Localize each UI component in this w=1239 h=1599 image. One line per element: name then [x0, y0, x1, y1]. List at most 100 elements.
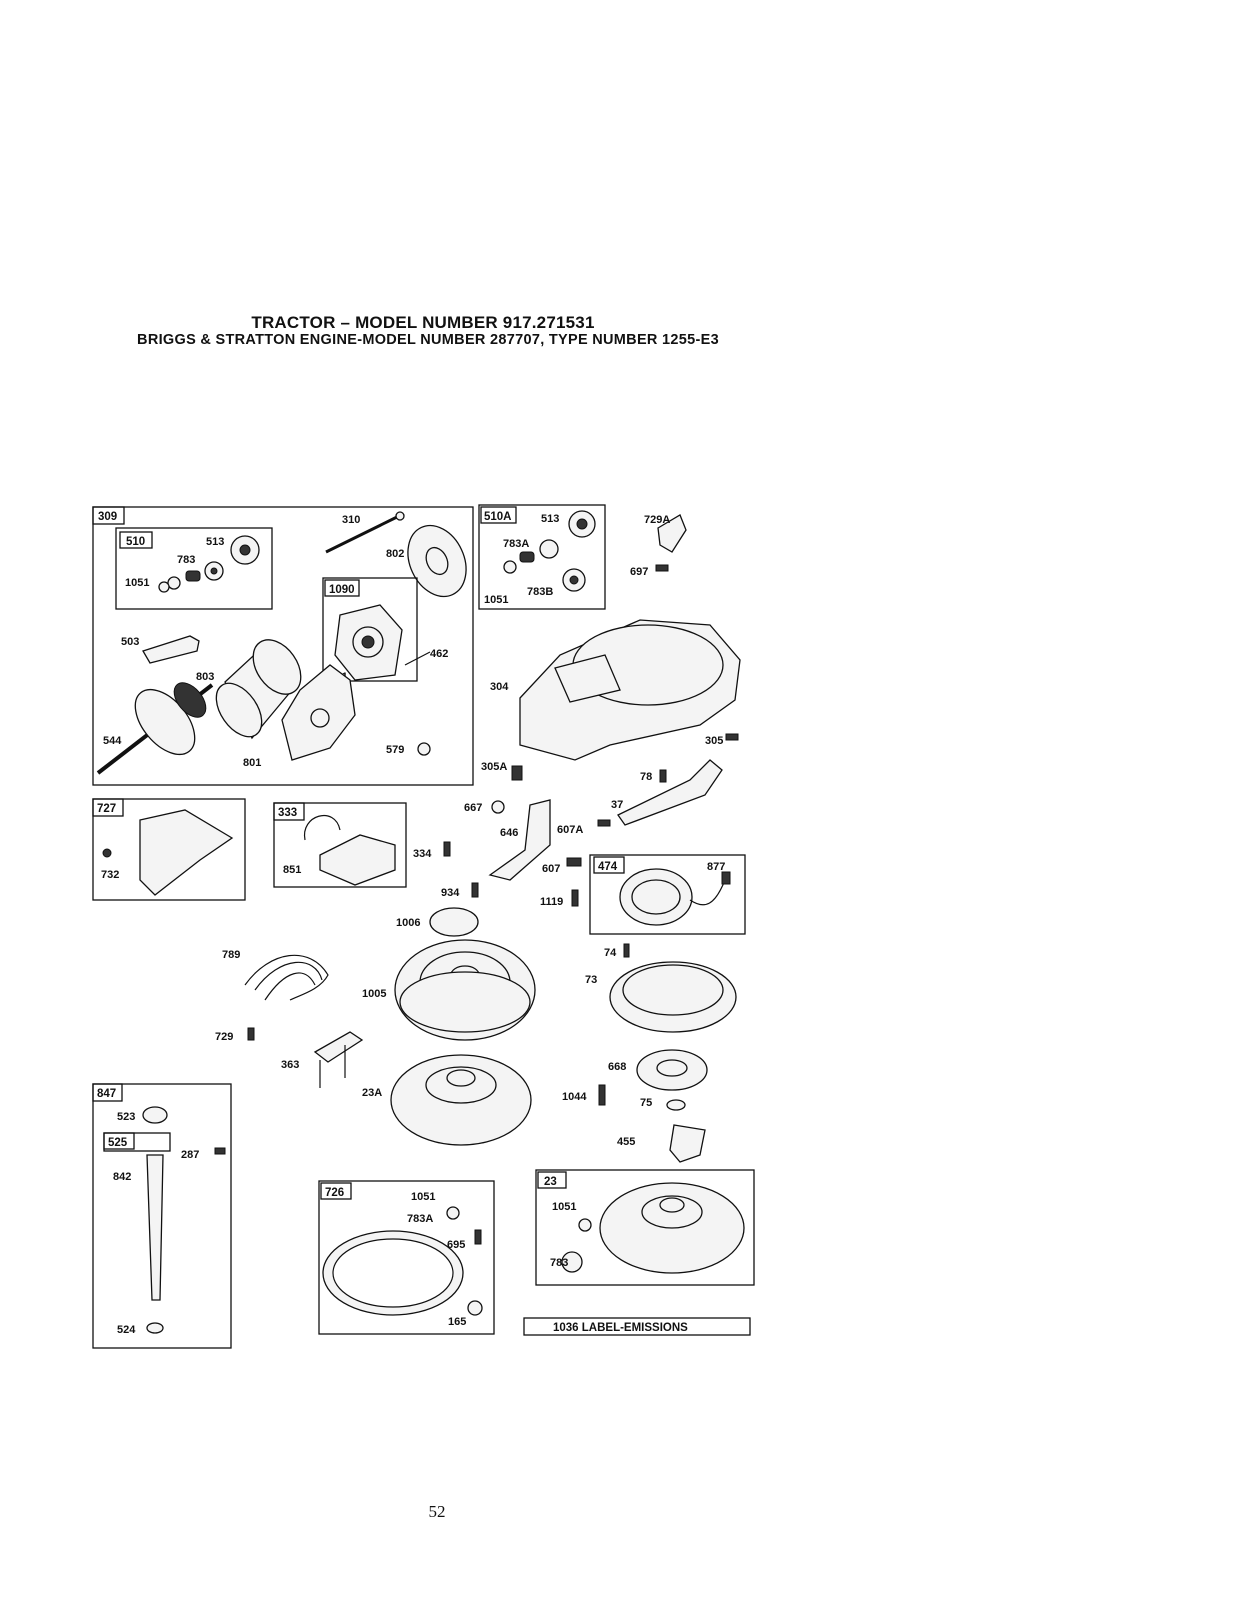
- box-525-label: 525: [108, 1137, 128, 1149]
- screw-732: [102, 848, 112, 858]
- label-1005: 1005: [362, 988, 386, 1000]
- box-847-label: 847: [97, 1088, 116, 1100]
- screw-1119: [571, 889, 579, 907]
- label-513-b: 513: [541, 513, 559, 525]
- screw-78: [659, 769, 667, 783]
- dipstick-tube-847: [142, 1106, 168, 1334]
- bracket-503: [142, 635, 200, 664]
- label-1119: 1119: [540, 896, 563, 908]
- armature-coil-333: [304, 814, 396, 886]
- box-333-label: 333: [278, 807, 297, 819]
- box-1090-tag: [324, 579, 360, 597]
- page-number: 52: [428, 1502, 446, 1521]
- label-801: 801: [243, 757, 261, 769]
- screw-934: [471, 882, 479, 898]
- screen-1006: [429, 907, 479, 937]
- label-305A: 305A: [481, 761, 507, 773]
- box-847: [92, 1083, 232, 1349]
- box-309: [92, 506, 474, 786]
- box-726-label: 726: [325, 1187, 344, 1199]
- box-474-label: 474: [598, 861, 618, 873]
- box-23-tag: [537, 1171, 567, 1189]
- label-667: 667: [464, 802, 482, 814]
- label-1051-d: 1051: [552, 1201, 576, 1213]
- box-333: [273, 802, 407, 888]
- end-plate-802: [407, 524, 467, 598]
- box-309-tag: [92, 506, 125, 525]
- box-23-label: 23: [544, 1176, 557, 1188]
- label-783B: 783B: [527, 586, 553, 598]
- label-23A: 23A: [362, 1087, 382, 1099]
- label-803: 803: [196, 671, 214, 683]
- box-1090-label: 1090: [329, 584, 355, 596]
- label-783-a: 783: [177, 554, 195, 566]
- label-877: 877: [707, 861, 725, 873]
- emissions-label: 1036 LABEL-EMISSIONS: [553, 1322, 688, 1334]
- label-668: 668: [608, 1061, 626, 1073]
- through-bolt-310: [325, 515, 398, 554]
- label-73: 73: [585, 974, 597, 986]
- label-78: 78: [640, 771, 652, 783]
- label-729A: 729A: [644, 514, 670, 526]
- label-789: 789: [222, 949, 240, 961]
- box-1090: [322, 577, 418, 682]
- screw-74: [623, 943, 630, 958]
- label-783-b: 783: [550, 1257, 568, 1269]
- label-287: 287: [181, 1149, 199, 1161]
- box-847-tag: [92, 1083, 123, 1102]
- nut-667: [491, 800, 505, 814]
- label-579: 579: [386, 744, 404, 756]
- flywheel-23: [561, 1182, 745, 1274]
- washer-75: [666, 1099, 686, 1111]
- label-695: 695: [447, 1239, 465, 1251]
- screw-697: [655, 564, 669, 572]
- starter-drive-510A: [503, 510, 596, 592]
- label-851: 851: [283, 864, 301, 876]
- box-23: [535, 1169, 755, 1286]
- label-304: 304: [490, 681, 509, 693]
- label-544: 544: [103, 735, 122, 747]
- screw-1044: [598, 1084, 606, 1106]
- box-510-tag: [119, 531, 153, 549]
- label-1006: 1006: [396, 917, 420, 929]
- label-729: 729: [215, 1031, 233, 1043]
- label-305: 305: [705, 735, 723, 747]
- blower-housing-304: [519, 619, 741, 761]
- screw-334: [443, 841, 451, 857]
- label-363: 363: [281, 1059, 299, 1071]
- label-165: 165: [448, 1316, 466, 1328]
- box-727-tag: [92, 798, 124, 817]
- diagram-title: TRACTOR – MODEL NUMBER 917.271531: [251, 313, 595, 332]
- baffle-37: [617, 759, 723, 826]
- label-75: 75: [640, 1097, 652, 1109]
- box-510-label: 510: [126, 536, 145, 548]
- label-934: 934: [441, 887, 460, 899]
- end-cap-801: [281, 664, 356, 761]
- terminal-729: [247, 1027, 255, 1041]
- box-727: [92, 798, 246, 901]
- label-310: 310: [342, 514, 360, 526]
- label-783A-a: 783A: [503, 538, 529, 550]
- label-523: 523: [117, 1111, 135, 1123]
- nut-579: [417, 742, 431, 756]
- diagram-subtitle: BRIGGS & STRATTON ENGINE-MODEL NUMBER 28…: [137, 332, 719, 348]
- box-510: [115, 527, 273, 610]
- cup-455: [669, 1124, 706, 1163]
- box-510A-tag: [480, 506, 517, 524]
- fan-1005: [394, 939, 536, 1041]
- label-842: 842: [113, 1171, 131, 1183]
- box-727-label: 727: [97, 803, 116, 815]
- screw-607: [566, 857, 582, 867]
- label-1051-b: 1051: [484, 594, 508, 606]
- label-697: 697: [630, 566, 648, 578]
- label-1044: 1044: [562, 1091, 587, 1103]
- label-646: 646: [500, 827, 518, 839]
- air-guide-727: [139, 809, 234, 896]
- label-455: 455: [617, 1136, 635, 1148]
- box-510A-label: 510A: [484, 511, 512, 523]
- label-783A-b: 783A: [407, 1213, 433, 1225]
- label-503: 503: [121, 636, 139, 648]
- label-524: 524: [117, 1324, 136, 1336]
- brush-holder-assembly: [334, 604, 403, 681]
- armature-544: [96, 682, 214, 775]
